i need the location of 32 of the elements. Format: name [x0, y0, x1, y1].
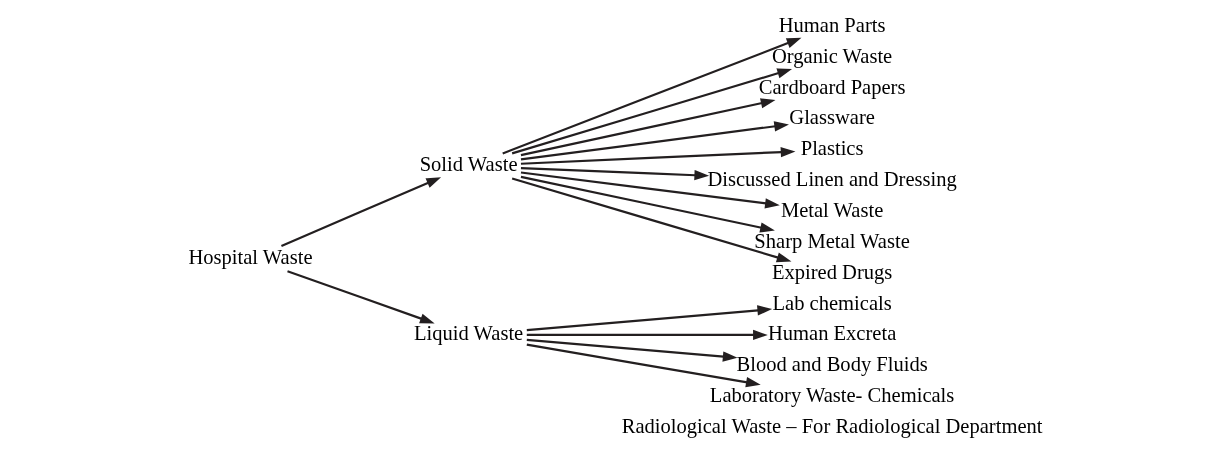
node-text: Sharp Metal Waste — [754, 229, 910, 252]
arrow — [511, 177, 792, 263]
arrow — [520, 171, 780, 209]
node-text: Human Excreta — [767, 322, 897, 345]
arrow — [281, 177, 442, 247]
node-text: Blood and Body Fluids — [736, 353, 928, 376]
label: Radiological Waste – For Radiological Department — [621, 414, 1043, 437]
node-text: Laboratory Waste- Chemicals — [709, 384, 955, 407]
arrow — [520, 147, 796, 165]
arrow — [526, 338, 738, 362]
arrow — [502, 37, 802, 155]
node-text: Hospital Waste — [188, 246, 313, 269]
node-text: Metal Waste — [780, 199, 884, 222]
node-text: Lab chemicals — [772, 291, 892, 314]
node-text: Expired Drugs — [771, 260, 893, 283]
arrow — [520, 167, 710, 181]
arrow — [526, 343, 761, 388]
node-text: Liquid Waste — [413, 322, 524, 345]
arrow — [520, 98, 776, 157]
arrow — [287, 270, 435, 324]
node-text: Plastics — [800, 137, 864, 160]
node-text: Cardboard Papers — [758, 75, 906, 98]
arrow — [526, 329, 768, 341]
node-text: Glassware — [789, 106, 875, 129]
node-text: Human Parts — [778, 13, 886, 36]
arrow — [520, 121, 789, 161]
node-text: Organic Waste — [771, 44, 893, 67]
node-text: Discussed Linen and Dressing — [707, 168, 957, 191]
node-text: Solid Waste — [419, 153, 518, 176]
arrow — [520, 175, 775, 233]
arrow — [526, 305, 773, 332]
arrow — [511, 68, 792, 155]
